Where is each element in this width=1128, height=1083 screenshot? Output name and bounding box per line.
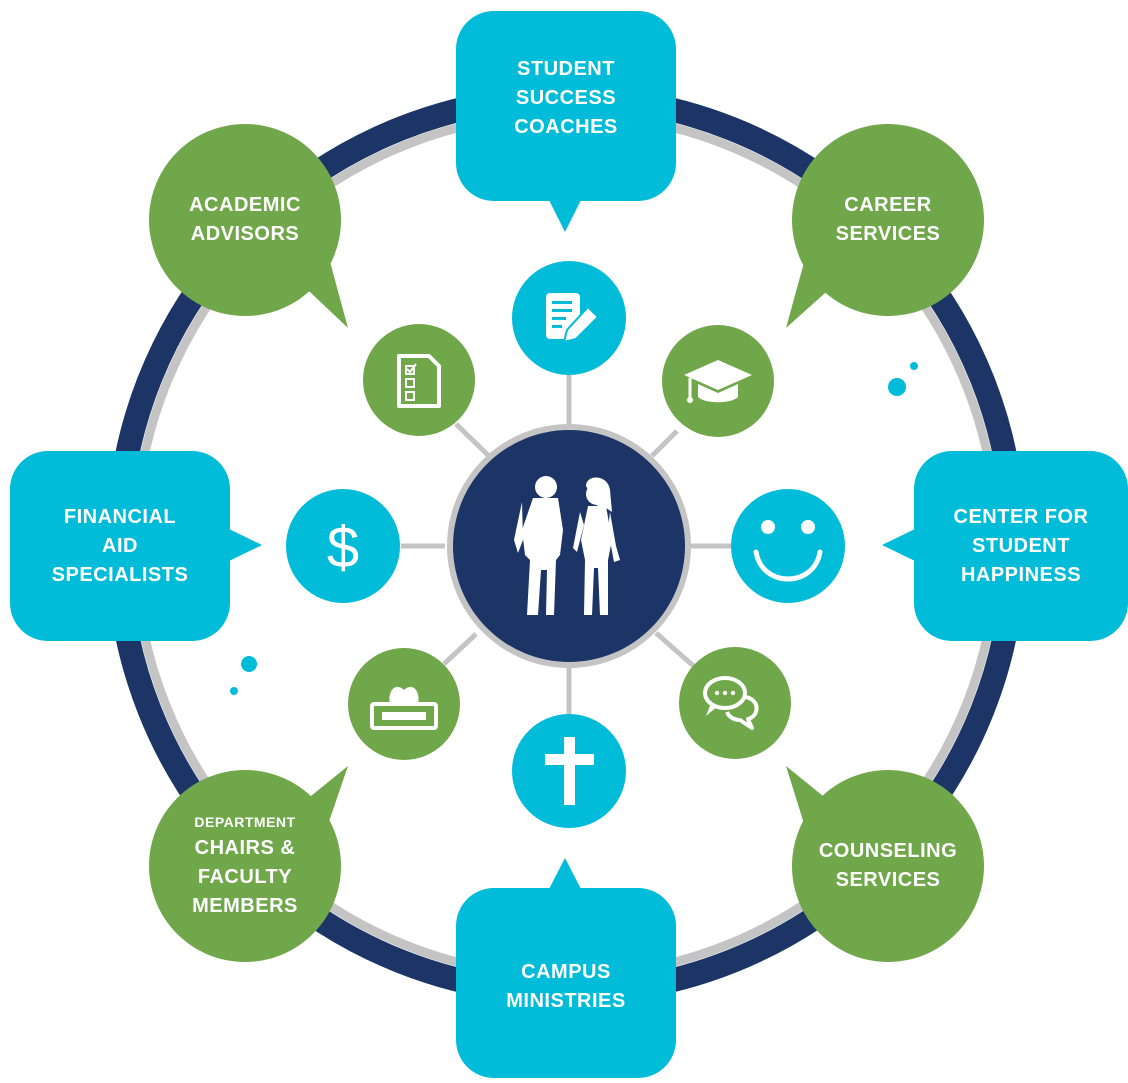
bubble-department-chairs <box>149 766 348 962</box>
svg-text:$: $ <box>327 515 359 580</box>
label-line: MEMBERS <box>192 895 298 918</box>
label-academic-advisors: ACADEMIC ADVISORS <box>149 124 341 316</box>
decorative-dot <box>230 687 238 695</box>
label-line: SERVICES <box>835 869 941 891</box>
label-line: STUDENT <box>972 534 1070 557</box>
bubble-campus-ministries <box>456 858 676 1078</box>
label-line: AID <box>102 534 138 557</box>
document-pencil-icon <box>512 261 626 375</box>
bubble-career-services <box>786 124 984 328</box>
label-financial-aid-specialists: FINANCIAL AID SPECIALISTS <box>10 451 230 641</box>
label-line: SPECIALISTS <box>51 563 189 586</box>
label-line: CENTER FOR <box>953 505 1089 528</box>
label-center-for-student-happiness: CENTER FOR STUDENT HAPPINESS <box>914 451 1128 641</box>
smiley-face-icon <box>731 489 845 603</box>
label-counseling-services: COUNSELING SERVICES <box>792 770 984 962</box>
center-circle-fill <box>453 430 685 662</box>
label-student-success-coaches: STUDENT SUCCESS COACHES <box>456 11 676 201</box>
label-line: COUNSELING <box>818 840 958 862</box>
checklist-icon <box>363 324 475 436</box>
label-career-services: CAREER SERVICES <box>792 124 984 316</box>
label-line: CHAIRS & <box>194 837 296 860</box>
label-campus-ministries: CAMPUS MINISTRIES <box>456 888 676 1078</box>
label-line: COACHES <box>514 115 618 138</box>
label-line: FINANCIAL <box>63 505 177 528</box>
decorative-dot <box>241 656 257 672</box>
label-line-small: DEPARTMENT <box>194 813 296 830</box>
bubble-financial-aid-specialists <box>10 451 262 641</box>
students-silhouette-icon <box>514 476 620 615</box>
bubble-center-for-student-happiness <box>882 451 1128 641</box>
label-line: STUDENT <box>517 57 615 80</box>
label-department-chairs: DEPARTMENT CHAIRS & FACULTY MEMBERS <box>149 770 341 962</box>
decorative-dot <box>888 378 906 396</box>
cross-icon <box>512 714 626 828</box>
label-line: ADVISORS <box>190 223 300 245</box>
bubble-student-success-coaches <box>456 11 676 232</box>
tissue-box-icon <box>348 648 460 760</box>
label-line: ACADEMIC <box>189 194 301 216</box>
label-line: CAMPUS <box>521 961 611 983</box>
label-line: SUCCESS <box>515 86 617 109</box>
chat-bubbles-icon <box>679 647 791 759</box>
dollar-sign-icon: $ <box>286 489 400 603</box>
label-line: HAPPINESS <box>960 563 1082 586</box>
spokes <box>401 372 735 718</box>
bubble-academic-advisors <box>149 124 348 328</box>
label-line: SERVICES <box>835 223 941 245</box>
label-line: MINISTRIES <box>506 990 626 1012</box>
label-line: CAREER <box>844 194 932 216</box>
label-line: FACULTY <box>197 866 293 889</box>
graduation-cap-icon <box>662 325 774 437</box>
bubble-counseling-services <box>786 766 984 962</box>
decorative-dot <box>910 362 918 370</box>
